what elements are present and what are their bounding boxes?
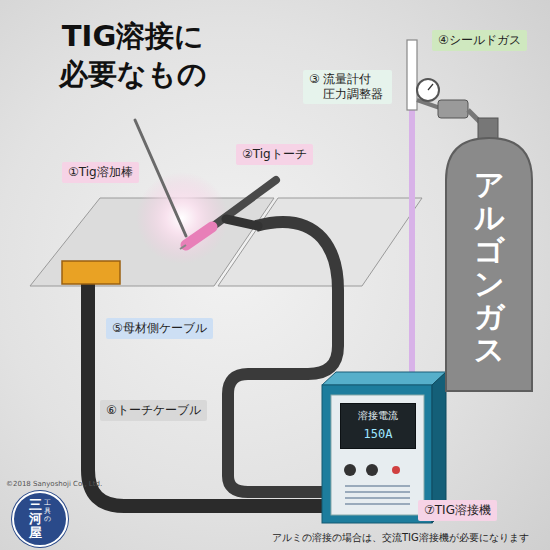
machine-top [322,372,446,385]
earth-clamp [62,261,120,284]
node-text: ①Tig溶加棒 [68,165,133,179]
node-text: ②Tigトーチ [242,147,307,161]
callout-label: ⑤母材側ケーブル [106,318,213,339]
indicator-lamp [392,466,400,474]
arc-glow [136,172,228,264]
node-text: 工具の [44,500,51,523]
footnote: アルミの溶接の場合は、交流TIG溶接機が必要になります [272,531,529,545]
shop-logo: 三河屋工具の [12,491,68,547]
node-text: 150A [341,427,415,441]
node-text: アルゴンガス [474,168,504,366]
callout-label: ⑦TIG溶接機 [418,500,497,521]
torch-handle [226,219,258,226]
control-knob [344,464,356,476]
tungsten-electrode [180,245,186,249]
vent-slot [345,497,410,499]
vent-slot [345,503,410,505]
base-cable [88,284,336,506]
pressure-gauge [417,79,439,101]
machine-panel [331,395,424,515]
callout-label: ④シールドガス [432,30,527,51]
regulator-body [438,100,468,118]
node-text: 溶接電流 [341,409,415,423]
vent-slot [345,485,410,487]
torch-nozzle [186,227,212,245]
copyright: ©2018 Sanyoshoji Co., Ltd. [6,480,102,488]
callout-label: ②Tigトーチ [236,144,313,165]
diagram-title: TIG溶接に 必要なもの [28,18,238,93]
callout-label: ③流量計付 圧力調整器 [303,70,392,104]
cylinder-body [446,138,532,391]
welding-machine [322,385,432,523]
gauge-needle [428,84,433,90]
vent-slot [345,491,410,493]
node-text: ⑤母材側ケーブル [112,321,207,335]
callout-label: ⑥トーチケーブル [100,400,207,421]
torch-body [212,180,276,227]
gas-cylinder: アルゴンガス [445,130,533,392]
node-text: ⑦TIG溶接機 [424,503,491,517]
node-text: ④シールドガス [438,33,521,47]
node-text: 三河屋 [29,498,42,541]
callout-label: ①Tig溶加棒 [62,162,139,183]
node-text: 流量計付 圧力調整器 [323,72,387,102]
flow-meter [407,40,417,110]
vent-slots [345,486,410,504]
cylinder-valve [478,118,498,140]
node-text: ⑥トーチケーブル [106,403,201,417]
gas-hose [409,110,415,380]
node-text: ③ [309,72,320,86]
current-display: 溶接電流 150A [340,403,416,449]
filler-rod [135,120,186,236]
control-knob [366,464,378,476]
